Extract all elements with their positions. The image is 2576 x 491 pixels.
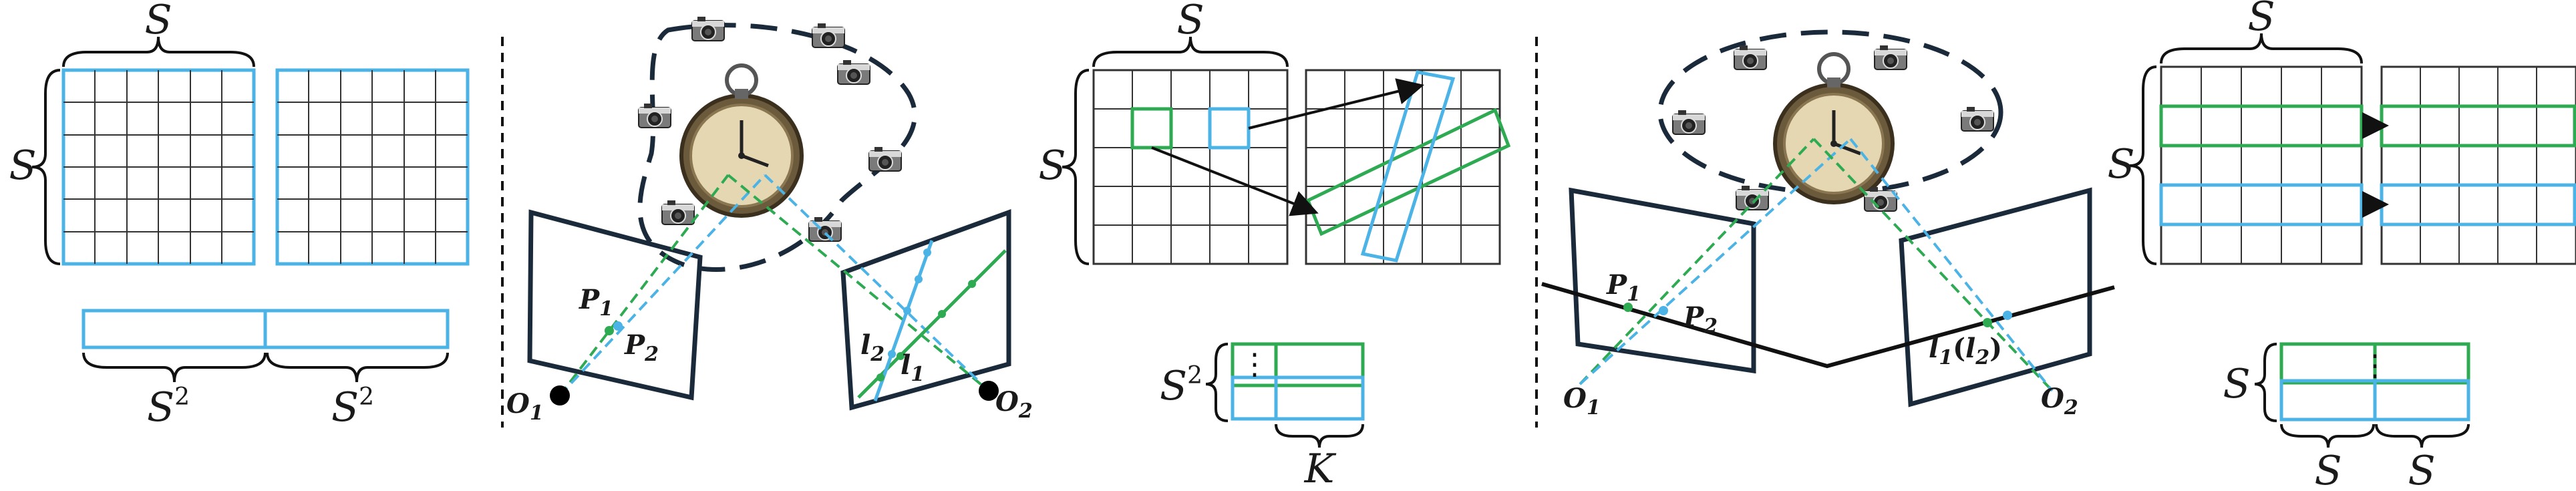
brace-s2-left: [1205, 343, 1229, 422]
panel-4-epipolar-horizontal: P1 P2 O1 O2 l1(l2): [1541, 29, 2115, 420]
arrow-green-to-strip: [1151, 146, 1319, 216]
label-s-top: S: [144, 0, 172, 43]
brace-left: [1062, 69, 1090, 265]
ray-green-right: [1812, 138, 2054, 392]
label-l2: l2: [860, 329, 884, 366]
label-p1: P1: [579, 284, 613, 321]
grid-matrix-b: [275, 68, 470, 266]
label-p1: P1: [1606, 269, 1641, 306]
ray-blue-left: [1579, 138, 1852, 385]
label-s-left: S: [9, 142, 36, 189]
point-l1-blue: [2003, 311, 2012, 320]
label-s-bottom-2: S: [2408, 448, 2435, 491]
grid-panel5-right: [2380, 65, 2576, 265]
point-p1: [1623, 303, 1633, 312]
panel-1-matrices: S S S2 S2: [9, 0, 470, 431]
label-k: K: [1304, 446, 1337, 491]
camera-center-o2: [979, 381, 999, 401]
brace-top: [1092, 36, 1289, 67]
label-l1: l1: [901, 349, 925, 386]
brace-top: [2160, 33, 2363, 64]
ray-blue-right: [764, 174, 990, 392]
label-s2-right: S2: [331, 383, 374, 431]
camera-icon: [837, 59, 870, 85]
panel-3-rotated-matching: S S ⋮ S2 K: [1038, 0, 1511, 491]
label-s-bottom-left: S: [2223, 361, 2250, 407]
camera-icon: [812, 23, 845, 48]
grid-panel5-left: [2159, 65, 2364, 265]
brace-top: [62, 36, 255, 67]
epipolar-line-l1: [857, 249, 1007, 399]
ray-blue-left: [558, 174, 766, 397]
brace-k: [1275, 424, 1364, 448]
camera-icon: [1961, 106, 1994, 132]
camera-icon: [1736, 185, 1769, 210]
camera-icon: [1734, 45, 1767, 70]
epipolar-points: [605, 249, 976, 381]
brace-bottom-right: [266, 352, 449, 383]
label-s-bottom-1: S: [2314, 448, 2342, 491]
image-plane-left: [1569, 187, 1756, 374]
brace-bottom-left: [82, 352, 267, 383]
label-p2: P2: [1683, 301, 1718, 338]
epipolar-line-shared: [1541, 282, 2115, 369]
label-o1: O1: [506, 388, 544, 425]
label-p2: P2: [624, 329, 659, 366]
label-o2: O2: [2041, 383, 2078, 420]
ray-green-left: [558, 174, 730, 397]
grid-panel3-left: [1092, 69, 1289, 265]
arrow-blue-to-strip: [1248, 78, 1424, 130]
grid-panel3-right: [1305, 69, 1511, 265]
feature-matrix-s2-k: [1231, 342, 1365, 421]
panel-5-row-matching: S S ⋮ S S S: [2107, 0, 2576, 491]
label-s-left: S: [1038, 142, 1066, 189]
alarm-clock-icon: [679, 63, 804, 218]
label-l1-l2: l1(l2): [1929, 333, 2002, 369]
image-plane-right: [1899, 187, 2092, 407]
label-o2: O2: [995, 386, 1033, 423]
label-s-left: S: [2107, 141, 2134, 188]
label-s2-left: S2: [147, 383, 190, 431]
point-p2: [1659, 306, 1668, 315]
label-s2: S2: [1160, 362, 1202, 410]
image-plane-left: [527, 209, 703, 401]
camera-icon: [868, 146, 902, 172]
grid-matrix-a: [61, 68, 256, 266]
camera-icon: [638, 103, 671, 128]
epipolar-line-l2: [873, 240, 934, 401]
label-s-top: S: [1176, 0, 1204, 43]
image-plane-right: [840, 209, 1011, 411]
brace-bottom-s2: [2375, 424, 2470, 448]
camera-icon: [661, 200, 695, 225]
alarm-clock-icon: [1773, 52, 1895, 204]
camera-icon: [1672, 110, 1706, 135]
panel-2-epipolar-general: P1 P2 O1 O2 l2 l1: [506, 16, 1033, 425]
brace-left: [2129, 65, 2157, 265]
dots-vertical: ⋮: [1240, 347, 1269, 381]
point-l1-green: [1983, 318, 1992, 327]
label-s-top: S: [2247, 0, 2275, 40]
ray-blue-right: [1849, 138, 2054, 392]
feature-matrix-s-2s: [2279, 342, 2470, 422]
camera-icon: [1874, 45, 1907, 70]
camera-orbit-path: [1657, 29, 2003, 195]
brace-left: [31, 69, 61, 265]
ray-green-right: [727, 174, 990, 392]
brace-bottom-s1: [2280, 424, 2375, 448]
camera-icon: [1864, 186, 1897, 212]
camera-center-o1: [550, 385, 570, 405]
brace-s-left: [2254, 343, 2277, 422]
camera-icon: [691, 16, 725, 41]
camera-orbit-path: [637, 23, 917, 272]
dots-vertical: ⋮: [2360, 349, 2390, 383]
vector-s2-s2: [82, 309, 450, 349]
label-o1: O1: [1563, 383, 1601, 420]
ray-green-left: [1579, 138, 1815, 385]
